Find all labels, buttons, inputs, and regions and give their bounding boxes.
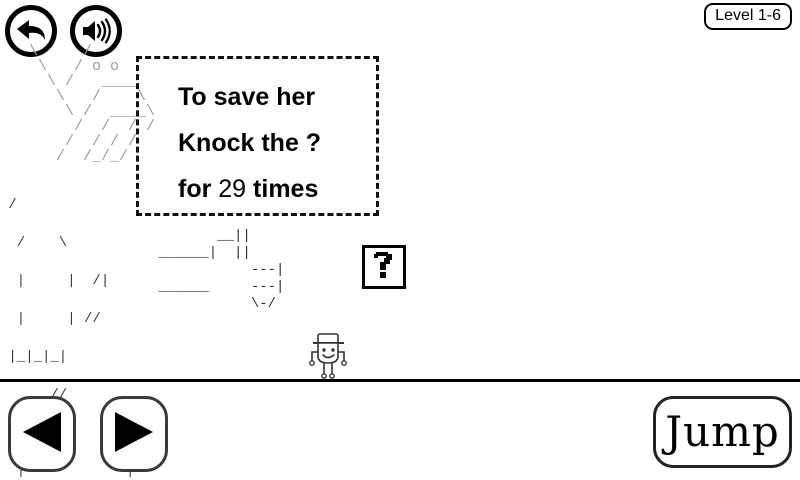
question-mark-icon	[372, 250, 396, 285]
arrow-right-icon	[111, 408, 157, 461]
speaker-icon	[80, 18, 112, 44]
player-character	[304, 330, 354, 380]
knock-prefix: for	[178, 175, 212, 203]
jump-button[interactable]: Jump	[653, 396, 792, 468]
move-left-button[interactable]	[8, 396, 76, 472]
back-button[interactable]	[5, 5, 57, 57]
knock-count: 29	[218, 175, 247, 203]
back-arrow-icon	[15, 18, 47, 44]
monster-ascii-arm: __|| ______| || ---| ______ ---| \-/	[158, 228, 285, 312]
speech-bubble-text: To save her Knock the ? for 29 times	[178, 74, 373, 212]
sound-button[interactable]	[70, 5, 122, 57]
jump-button-label: Jump	[665, 407, 780, 456]
speech-bubble	[136, 56, 379, 216]
knock-suffix: times	[253, 175, 319, 203]
level-badge: Level 1-6	[704, 3, 792, 30]
speech-line-3: for 29 times	[178, 166, 373, 212]
move-right-button[interactable]	[100, 396, 168, 472]
monster-ascii-head: \ / \ / o o \ / ____ \ / \ \ / ____\ / /…	[29, 43, 156, 165]
arrow-left-icon	[19, 408, 65, 461]
question-block[interactable]	[362, 245, 406, 289]
speech-line-2: Knock the ?	[178, 129, 322, 157]
speech-line-1: To save her	[178, 83, 316, 111]
ground-line	[0, 379, 800, 382]
